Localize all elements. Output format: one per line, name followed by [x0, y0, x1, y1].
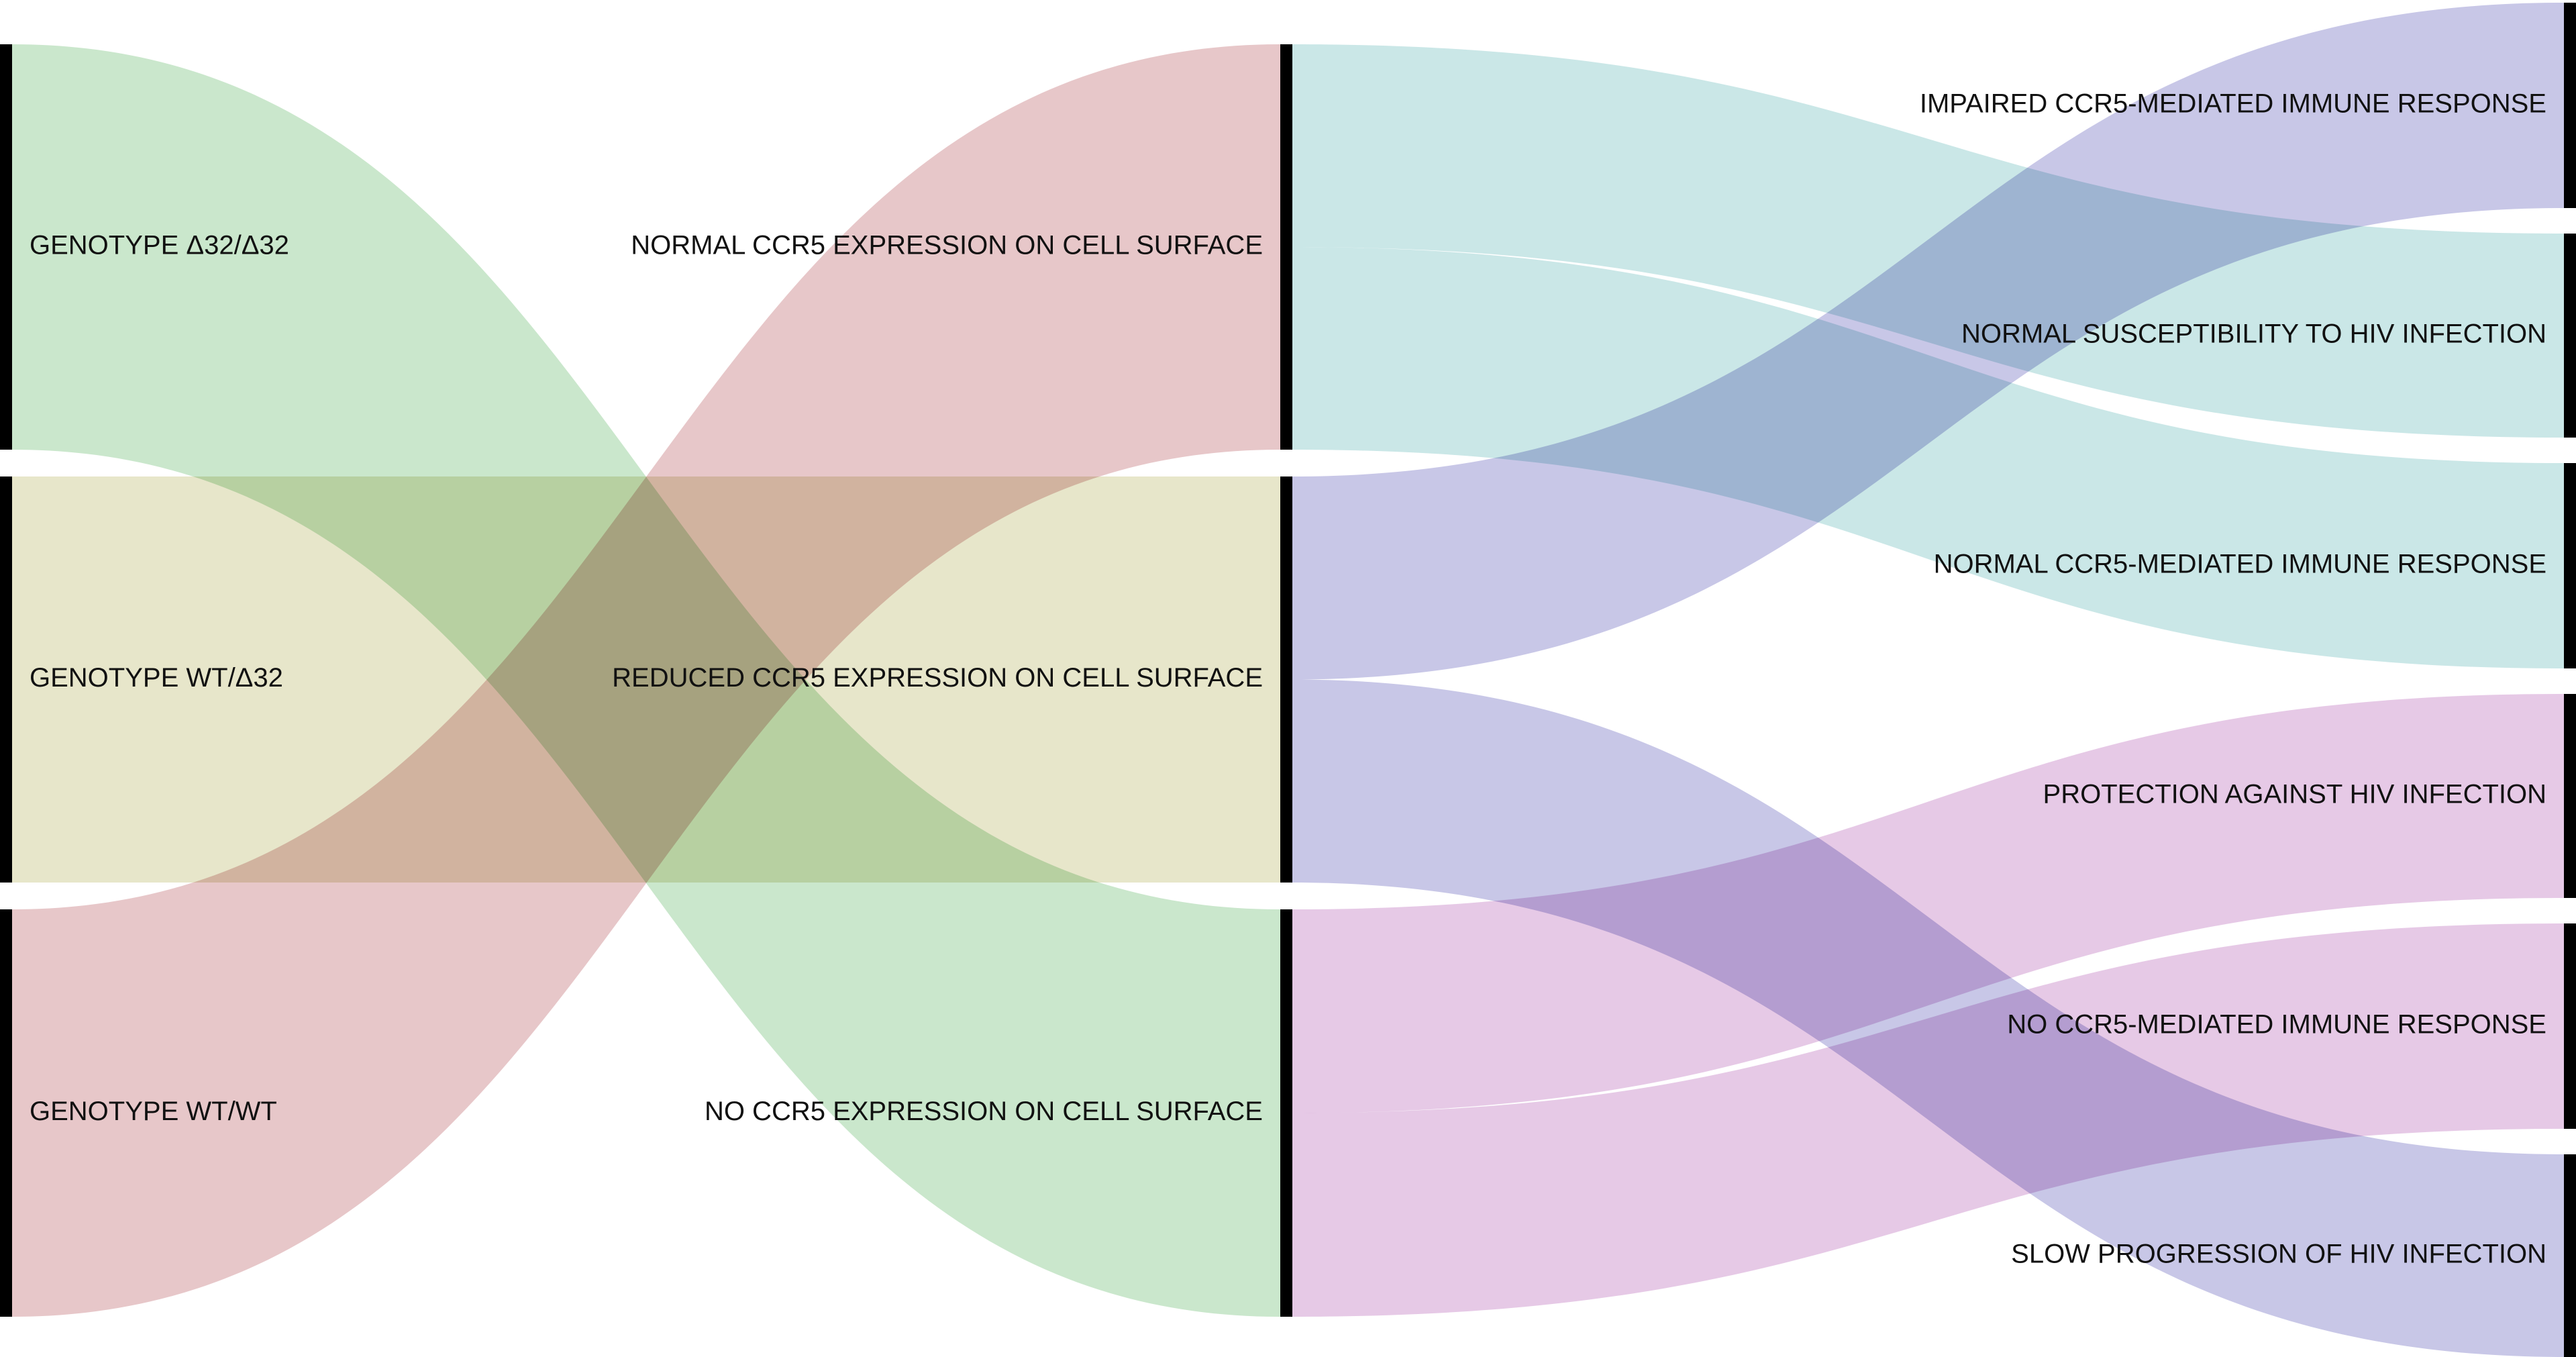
link-n4-n6	[1292, 3, 2564, 680]
node-label-protection-against-hiv: PROTECTION AGAINST HIV INFECTION	[2043, 780, 2546, 809]
node-bar-slow-progression	[2564, 1154, 2576, 1357]
node-bar-no-ccr5-expression	[1280, 909, 1292, 1317]
link-n5-n10	[1292, 923, 2564, 1317]
link-n2-n3	[12, 44, 1280, 1317]
node-label-no-immune-response: NO CCR5-MEDIATED IMMUNE RESPONSE	[2007, 1010, 2546, 1040]
link-n3-n8	[1292, 247, 2564, 668]
node-label-normal-immune-response: NORMAL CCR5-MEDIATED IMMUNE RESPONSE	[1934, 550, 2546, 579]
node-bar-normal-ccr5-expression	[1280, 44, 1292, 450]
sankey-nodes	[0, 3, 2576, 1357]
sankey-labels: GENOTYPE Δ32/Δ32 GENOTYPE WT/Δ32 GENOTYP…	[30, 89, 2546, 1269]
node-bar-impaired-immune-response	[2564, 3, 2576, 208]
node-label-genotype-wt-d32: GENOTYPE WT/Δ32	[30, 663, 283, 693]
node-bar-protection-against-hiv	[2564, 694, 2576, 898]
node-bar-genotype-wt-wt	[0, 909, 12, 1317]
node-label-impaired-immune-response: IMPAIRED CCR5-MEDIATED IMMUNE RESPONSE	[1920, 89, 2546, 119]
node-bar-no-immune-response	[2564, 923, 2576, 1129]
node-label-reduced-ccr5-expression: REDUCED CCR5 EXPRESSION ON CELL SURFACE	[612, 663, 1263, 693]
node-label-genotype-wt-wt: GENOTYPE WT/WT	[30, 1097, 277, 1126]
node-bar-normal-immune-response	[2564, 463, 2576, 668]
node-bar-genotype-d32-d32	[0, 44, 12, 450]
sankey-links	[12, 3, 2564, 1357]
node-label-no-ccr5-expression: NO CCR5 EXPRESSION ON CELL SURFACE	[705, 1097, 1263, 1126]
node-bar-genotype-wt-d32	[0, 476, 12, 883]
node-label-normal-ccr5-expression: NORMAL CCR5 EXPRESSION ON CELL SURFACE	[631, 231, 1263, 260]
node-label-genotype-d32-d32: GENOTYPE Δ32/Δ32	[30, 231, 289, 260]
node-label-slow-progression: SLOW PROGRESSION OF HIV INFECTION	[2011, 1240, 2546, 1269]
link-n5-n9	[1292, 694, 2564, 1113]
node-bar-normal-susceptibility	[2564, 234, 2576, 438]
node-label-normal-susceptibility: NORMAL SUSCEPTIBILITY TO HIV INFECTION	[1961, 319, 2546, 349]
node-bar-reduced-ccr5-expression	[1280, 476, 1292, 883]
